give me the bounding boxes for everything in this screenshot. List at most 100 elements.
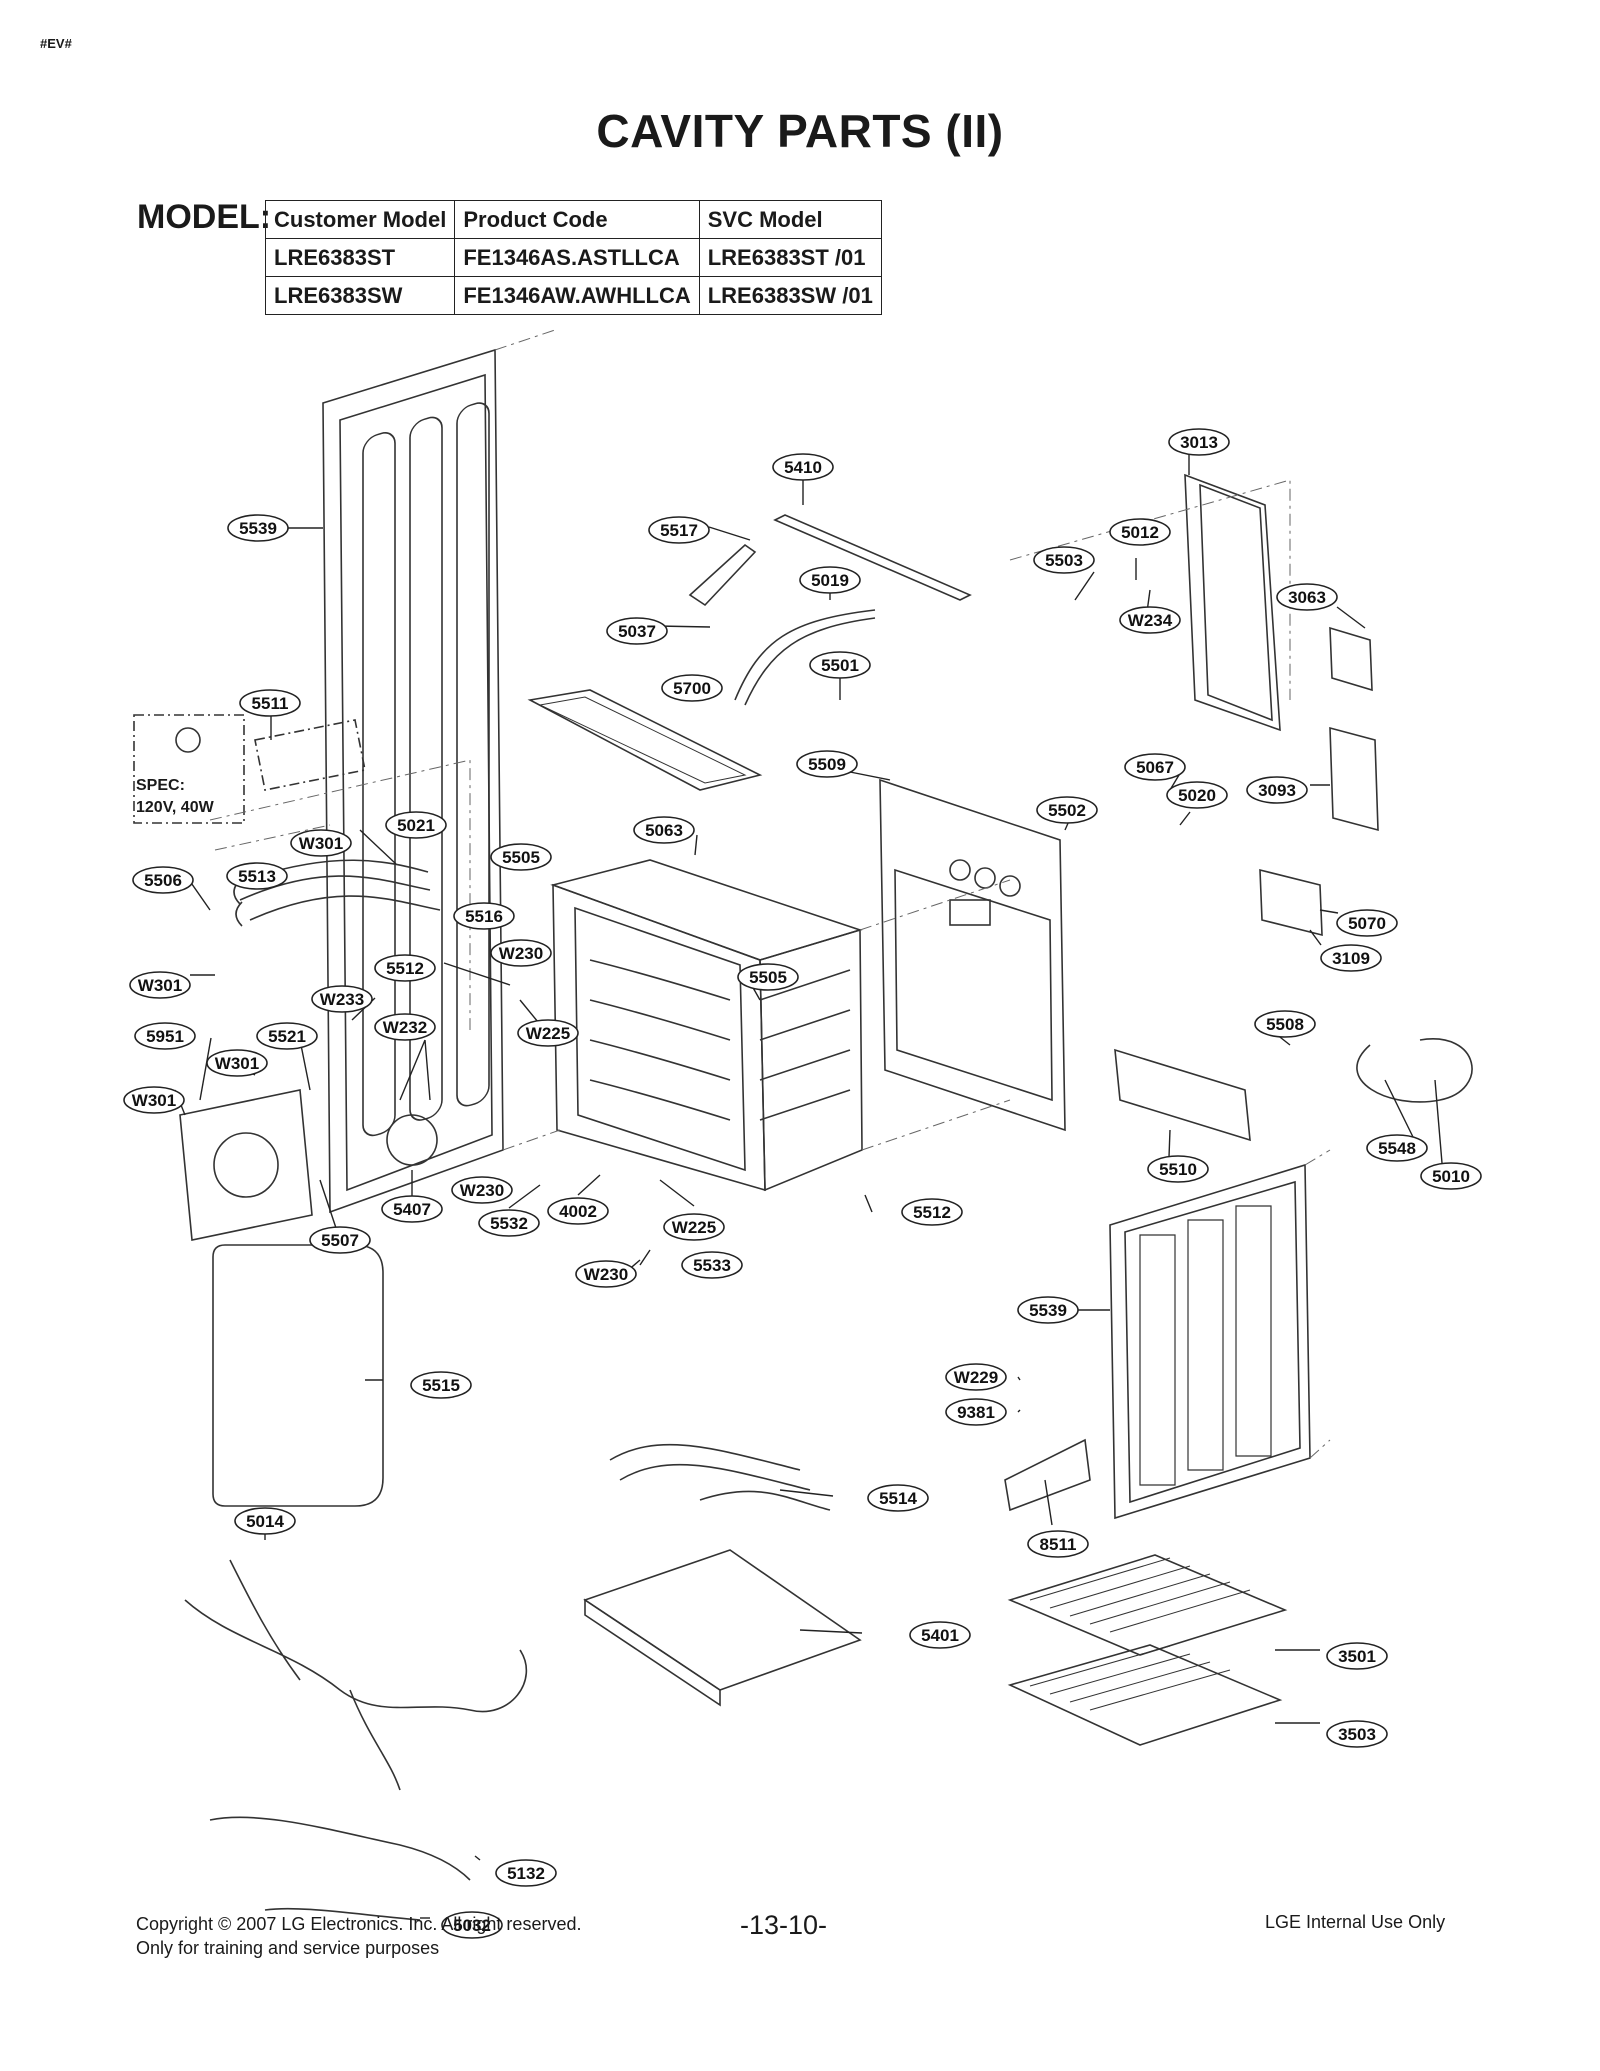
model-label: MODEL:: [137, 198, 272, 236]
svg-text:5517: 5517: [660, 521, 698, 540]
callout-5014: 5014: [234, 1507, 296, 1535]
callout-5505-top: 5505: [490, 843, 552, 871]
callout-3503: 3503: [1326, 1720, 1388, 1748]
svg-text:W229: W229: [954, 1368, 998, 1387]
callout-5511: 5511: [239, 689, 301, 717]
footer-copyright: Copyright © 2007 LG Electronics. Inc. Al…: [136, 1912, 581, 1960]
svg-text:5951: 5951: [146, 1027, 184, 1046]
svg-text:5508: 5508: [1266, 1015, 1304, 1034]
wire-harness: [184, 1559, 528, 1791]
svg-text:5067: 5067: [1136, 758, 1174, 777]
svg-text:5503: 5503: [1045, 551, 1083, 570]
callout-W225-b: W225: [663, 1213, 725, 1241]
svg-text:5533: 5533: [693, 1256, 731, 1275]
callout-5514: 5514: [867, 1484, 929, 1512]
svg-text:5516: 5516: [465, 907, 503, 926]
svg-text:5501: 5501: [821, 656, 859, 675]
callout-W229: W229: [945, 1363, 1007, 1391]
callout-5020: 5020: [1166, 781, 1228, 809]
svg-text:9381: 9381: [957, 1403, 995, 1422]
callout-5517: 5517: [648, 516, 710, 544]
svg-text:W232: W232: [383, 1018, 427, 1037]
svg-text:5509: 5509: [808, 755, 846, 774]
svg-text:5505: 5505: [749, 968, 787, 987]
callout-W230-b: W230: [451, 1176, 513, 1204]
svg-text:W230: W230: [499, 944, 543, 963]
callout-5510: 5510: [1147, 1155, 1209, 1183]
svg-text:5532: 5532: [490, 1214, 528, 1233]
callout-5407: 5407: [381, 1195, 443, 1223]
svg-text:W301: W301: [132, 1091, 176, 1110]
bracket-8511: [1004, 1438, 1091, 1512]
callout-5401: 5401: [909, 1621, 971, 1649]
callout-8511: 8511: [1027, 1530, 1089, 1558]
callout-bubbles: 5539 5410 5517 3013 5012 5503 5019 W234 …: [123, 428, 1482, 1939]
column-header: Product Code: [454, 200, 700, 239]
callout-5548: 5548: [1366, 1134, 1428, 1162]
svg-text:5700: 5700: [673, 679, 711, 698]
svg-text:5512: 5512: [913, 1203, 951, 1222]
callout-5512-bottom: 5512: [901, 1198, 963, 1226]
page-number: -13-10-: [740, 1910, 828, 1940]
oven-cavity: [550, 859, 863, 1192]
wire-5032: [264, 1907, 421, 1921]
callout-W233: W233: [311, 985, 373, 1013]
column-header: SVC Model: [698, 200, 882, 239]
svg-text:W230: W230: [460, 1181, 504, 1200]
callout-W225-a: W225: [517, 1019, 579, 1047]
callout-5539-left: 5539: [227, 514, 289, 542]
table-cell: LRE6383ST /01: [698, 238, 882, 277]
callout-5515: 5515: [410, 1371, 472, 1399]
drip-tray: [583, 1549, 862, 1707]
svg-text:3503: 3503: [1338, 1725, 1376, 1744]
svg-text:W301: W301: [299, 834, 343, 853]
oven-rack-upper: [1007, 1554, 1288, 1656]
internal-use-note: LGE Internal Use Only: [1265, 1912, 1446, 1932]
svg-text:5410: 5410: [784, 458, 822, 477]
callout-W301-d: W301: [123, 1086, 185, 1114]
wire-5132: [209, 1816, 471, 1881]
table-cell: FE1346AW.AWHLLCA: [454, 276, 700, 315]
svg-text:3109: 3109: [1332, 949, 1370, 968]
svg-text:5401: 5401: [921, 1626, 959, 1645]
spec-note: SPEC: 120V, 40W: [136, 775, 214, 819]
back-panel: [879, 778, 1066, 1132]
callout-W301-c: W301: [206, 1049, 268, 1077]
callout-5010: 5010: [1420, 1162, 1482, 1190]
callout-5508: 5508: [1254, 1010, 1316, 1038]
svg-text:5507: 5507: [321, 1231, 359, 1250]
callout-5951: 5951: [134, 1022, 196, 1050]
bracket-5510: [1114, 1048, 1251, 1142]
side-panel-left: [322, 348, 504, 1214]
svg-text:5505: 5505: [502, 848, 540, 867]
callout-W301-a: W301: [290, 829, 352, 857]
svg-text:5012: 5012: [1121, 523, 1159, 542]
svg-text:5010: 5010: [1432, 1167, 1470, 1186]
callout-W232: W232: [374, 1013, 436, 1041]
bake-element: [609, 1444, 831, 1511]
model-table: Customer Model Product Code SVC Model LR…: [264, 200, 882, 315]
svg-text:5063: 5063: [645, 821, 683, 840]
svg-text:5020: 5020: [1178, 786, 1216, 805]
table-row: LRE6383SW FE1346AW.AWHLLCA LRE6383SW /01: [264, 276, 882, 315]
callout-5700: 5700: [661, 674, 723, 702]
svg-text:5407: 5407: [393, 1200, 431, 1219]
callout-5067: 5067: [1124, 753, 1186, 781]
svg-text:5132: 5132: [507, 1864, 545, 1883]
callout-5505-mid: 5505: [737, 963, 799, 991]
svg-text:3093: 3093: [1258, 781, 1296, 800]
table-cell: LRE6383SW /01: [698, 276, 882, 315]
callout-5070: 5070: [1336, 909, 1398, 937]
callout-5502: 5502: [1036, 796, 1098, 824]
callout-5019: 5019: [799, 566, 861, 594]
power-cord: [1356, 1038, 1473, 1103]
callout-5539-right: 5539: [1017, 1296, 1079, 1324]
svg-text:5502: 5502: [1048, 801, 1086, 820]
svg-text:5514: 5514: [879, 1489, 917, 1508]
svg-text:5070: 5070: [1348, 914, 1386, 933]
callout-5410: 5410: [772, 453, 834, 481]
svg-text:5548: 5548: [1378, 1139, 1416, 1158]
callout-5506: 5506: [132, 866, 194, 894]
model-table-header: Customer Model Product Code SVC Model: [264, 200, 882, 239]
